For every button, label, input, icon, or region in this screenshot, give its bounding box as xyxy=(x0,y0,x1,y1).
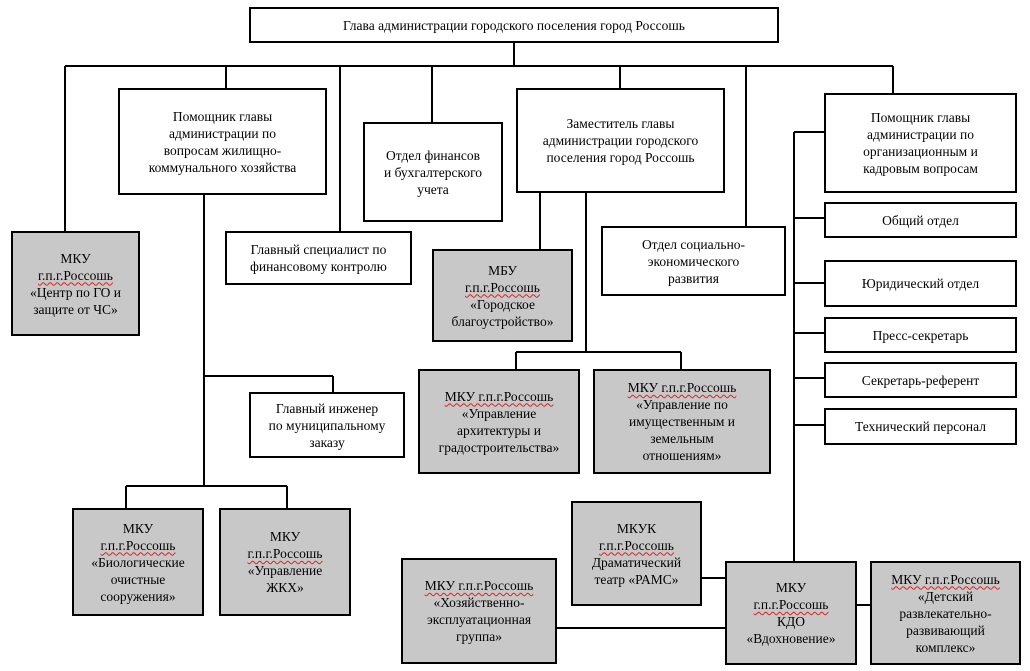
property-line: МКУ г.п.г.Россошь xyxy=(627,380,737,395)
children-complex-line: МКУ г.п.г.Россошь xyxy=(891,571,1000,587)
press-secretary-box: Пресс-секретарь xyxy=(824,317,1017,353)
finance-dept-line: Отдел финансов xyxy=(386,147,480,163)
architecture-line: МКУ г.п.г.Россошь xyxy=(444,388,554,404)
city-improvement-line: г.п.г.Россошь xyxy=(465,279,540,295)
bio-treatment-line: «Биологические xyxy=(91,554,185,570)
social-econ-line: экономического xyxy=(647,253,740,269)
civil-defense-line: «Центр по ГО и xyxy=(29,284,122,300)
drama-theatre-box: МКУК г.п.г.Россошь Драматический театр «… xyxy=(571,501,702,606)
municipal-engineer-line: по муниципальному xyxy=(268,417,386,433)
housing-assistant-line: Помощник главы xyxy=(172,108,273,124)
bio-treatment-line: г.п.г.Россошь xyxy=(100,537,176,553)
drama-theatre-line: Драматический xyxy=(591,554,682,570)
legal-dept-line: Юридический отдел xyxy=(861,276,980,291)
architecture-box: МКУ г.п.г.Россошь «Управление архитектур… xyxy=(418,369,580,474)
children-complex-line: развивающий xyxy=(906,622,985,638)
bio-treatment-box: МКУ г.п.г.Россошь «Биологические очистны… xyxy=(72,508,204,616)
maintenance-group-line: «Хозяйственно- xyxy=(433,595,525,610)
housing-mgmt-box: МКУ г.п.г.Россошь «Управление ЖКХ» xyxy=(219,508,351,616)
municipal-engineer-box: Главный инженер по муниципальному заказу xyxy=(249,392,405,458)
property-line: отношениям» xyxy=(642,448,722,463)
children-complex-line: комплекс» xyxy=(915,639,976,655)
technical-staff-line: Технический персонал xyxy=(854,419,987,434)
civil-defense-line: МКУ xyxy=(60,250,91,266)
housing-mgmt-line: МКУ xyxy=(269,529,301,544)
head-line: Глава администрации городского поселения… xyxy=(343,17,685,33)
housing-mgmt-line: г.п.г.Россошь xyxy=(247,546,323,561)
housing-assistant-line: вопросам жилищно- xyxy=(163,142,282,158)
architecture-line: архитектуры и xyxy=(457,422,541,438)
legal-dept-box: Юридический отдел xyxy=(824,260,1017,307)
culture-center-line: КДО xyxy=(777,614,805,629)
children-complex-line: развлекательно- xyxy=(899,605,992,621)
housing-assistant-line: коммунального хозяйства xyxy=(148,159,297,175)
deputy-head-line: администрации городского xyxy=(542,133,699,148)
civil-defense-line: защите от ЧС» xyxy=(33,301,118,317)
maintenance-group-line: группа» xyxy=(455,629,503,644)
property-line: «Управление по xyxy=(636,397,728,412)
org-assistant-line: кадровым вопросам xyxy=(863,161,978,176)
children-complex-line: «Детский xyxy=(917,588,974,604)
finance-dept-box: Отдел финансов и бухгалтерского учета xyxy=(363,122,503,222)
city-improvement-line: благоустройство» xyxy=(451,313,554,329)
drama-theatre-line: МКУК xyxy=(616,520,657,536)
city-improvement-box: МБУ г.п.г.Россошь «Городское благоустрой… xyxy=(432,249,573,342)
culture-center-line: МКУ xyxy=(775,580,807,595)
bio-treatment-line: МКУ xyxy=(122,520,154,536)
social-econ-box: Отдел социально- экономического развития xyxy=(601,226,786,296)
deputy-head-box: Заместитель главы администрации городско… xyxy=(516,88,725,193)
culture-center-line: г.п.г.Россошь xyxy=(753,597,829,612)
secretary-referent-line: Секретарь-референт xyxy=(861,372,980,388)
municipal-engineer-line: заказу xyxy=(309,434,345,450)
housing-assistant-line: администрации по xyxy=(169,125,276,141)
housing-mgmt-line: «Управление xyxy=(247,563,323,578)
housing-mgmt-line: ЖКХ» xyxy=(266,580,304,595)
finance-control-line: Главный специалист по xyxy=(250,242,387,257)
bio-treatment-line: сооружения» xyxy=(100,588,176,604)
finance-control-line: финансовому контролю xyxy=(250,259,387,274)
property-line: имущественным и xyxy=(628,414,736,429)
property-box: МКУ г.п.г.Россошь «Управление по имущест… xyxy=(593,369,771,474)
secretary-referent-box: Секретарь-референт xyxy=(824,362,1017,398)
housing-assistant-box: Помощник главы администрации по вопросам… xyxy=(118,88,327,195)
culture-center-box: МКУ г.п.г.Россошь КДО «Вдохновение» xyxy=(725,561,857,665)
city-improvement-line: МБУ xyxy=(488,262,517,278)
deputy-head-line: Заместитель главы xyxy=(566,116,675,131)
org-assistant-line: Помощник главы xyxy=(870,110,971,125)
org-assistant-line: организационным и xyxy=(863,144,978,159)
bio-treatment-line: очистные xyxy=(110,571,166,587)
social-econ-line: Отдел социально- xyxy=(641,236,746,252)
finance-dept-line: и бухгалтерского xyxy=(383,164,483,180)
drama-theatre-line: театр «РАМС» xyxy=(594,571,679,587)
culture-center-line: «Вдохновение» xyxy=(746,631,836,646)
city-improvement-line: «Городское xyxy=(470,296,535,312)
maintenance-group-line: МКУ г.п.г.Россошь xyxy=(424,578,534,593)
press-secretary-line: Пресс-секретарь xyxy=(872,327,969,343)
civil-defense-line: г.п.г.Россошь xyxy=(38,267,113,283)
architecture-line: «Управление xyxy=(461,405,537,421)
children-complex-box: МКУ г.п.г.Россошь «Детский развлекательн… xyxy=(870,561,1021,665)
maintenance-group-line: эксплуатационная xyxy=(426,612,532,627)
social-econ-line: развития xyxy=(667,270,719,286)
civil-defense-box: МКУ г.п.г.Россошь «Центр по ГО и защите … xyxy=(11,231,140,336)
org-assistant-box: Помощник главы администрации по организа… xyxy=(824,93,1017,193)
maintenance-group-box: МКУ г.п.г.Россошь «Хозяйственно- эксплуа… xyxy=(401,558,557,664)
finance-dept-line: учета xyxy=(417,181,449,197)
org-assistant-line: администрации по xyxy=(867,127,974,142)
general-dept-box: Общий отдел xyxy=(824,202,1017,238)
head-box: Глава администрации городского поселения… xyxy=(249,7,779,43)
general-dept-line: Общий отдел xyxy=(882,212,959,228)
deputy-head-line: поселения город Россошь xyxy=(546,150,695,165)
property-line: земельным xyxy=(650,431,714,446)
municipal-engineer-line: Главный инженер xyxy=(275,400,379,416)
finance-control-box: Главный специалист по финансовому контро… xyxy=(225,231,412,285)
drama-theatre-line: г.п.г.Россошь xyxy=(599,537,674,553)
architecture-line: градостроительства» xyxy=(438,439,560,455)
technical-staff-box: Технический персонал xyxy=(824,408,1017,445)
